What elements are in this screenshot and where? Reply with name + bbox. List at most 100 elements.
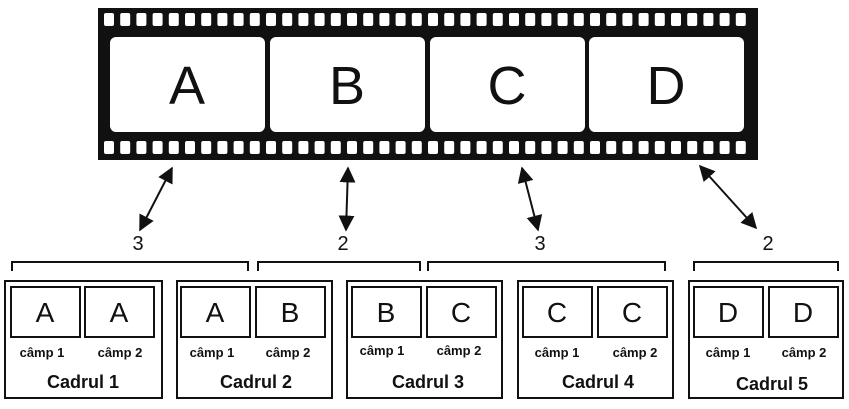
- sprocket-hole-top: [557, 13, 568, 26]
- group-bracket-c: [427, 261, 666, 271]
- sprocket-hole-bottom: [233, 141, 244, 154]
- sprocket-hole-top: [298, 13, 309, 26]
- output-frame-label: Cadrul 3: [392, 372, 464, 392]
- sprocket-hole-bottom: [654, 141, 665, 154]
- sprocket-hole-bottom: [428, 141, 438, 154]
- sprocket-hole-bottom: [249, 141, 260, 154]
- sprocket-hole-bottom: [136, 141, 147, 154]
- field-label-1: câmp 1: [20, 345, 65, 360]
- sprocket-hole-top: [606, 13, 617, 26]
- sprocket-hole-bottom: [622, 141, 633, 154]
- field-count-groups: 3 2 3 2: [11, 233, 839, 271]
- sprocket-hole-bottom: [395, 141, 406, 154]
- output-frame-border: [688, 280, 844, 399]
- output-frame-border: [176, 280, 333, 399]
- output-frames: A A câmp 1 câmp 2 Cadrul 1 A B câmp 1 câ…: [4, 280, 844, 399]
- sprocket-hole-bottom: [201, 141, 212, 154]
- sprocket-hole-bottom: [298, 141, 309, 154]
- sprocket-hole-top: [136, 13, 147, 26]
- sprocket-hole-bottom: [606, 141, 617, 154]
- sprocket-hole-top: [525, 13, 536, 26]
- sprocket-hole-bottom: [168, 141, 179, 154]
- sprocket-hole-bottom: [703, 141, 714, 154]
- sprocket-hole-top: [168, 13, 179, 26]
- sprocket-hole-top: [590, 13, 600, 26]
- mapping-arrows: [139, 164, 758, 232]
- film-frame-letter: A: [169, 56, 205, 116]
- field-box-2: [768, 286, 839, 338]
- sprocket-hole-bottom: [347, 141, 357, 154]
- sprocket-hole-bottom: [266, 141, 276, 154]
- sprocket-hole-bottom: [120, 141, 131, 154]
- sprocket-hole-top: [411, 13, 422, 26]
- sprocket-hole-bottom: [671, 141, 681, 154]
- sprocket-hole-bottom: [590, 141, 600, 154]
- sprocket-hole-top: [638, 13, 649, 26]
- field-box-1: [351, 286, 422, 338]
- arrow-d: [698, 164, 758, 230]
- field-letter-1: B: [377, 297, 396, 328]
- sprocket-hole-top: [541, 13, 552, 26]
- sprocket-hole-bottom: [411, 141, 422, 154]
- field-letter-1: C: [547, 297, 567, 328]
- field-box-1: [522, 286, 593, 338]
- sprocket-hole-bottom: [444, 141, 455, 154]
- film-frame-letter: C: [488, 56, 527, 116]
- sprocket-hole-top: [379, 13, 390, 26]
- field-letter-2: D: [793, 297, 813, 328]
- sprocket-hole-top: [347, 13, 357, 26]
- sprocket-hole-bottom: [152, 141, 163, 154]
- sprocket-hole-top: [104, 13, 114, 26]
- group-bracket-a: [11, 261, 249, 271]
- sprocket-hole-top: [217, 13, 228, 26]
- sprocket-hole-bottom: [314, 141, 325, 154]
- sprocket-hole-bottom: [460, 141, 471, 154]
- sprocket-hole-top: [444, 13, 455, 26]
- sprocket-hole-bottom: [330, 141, 341, 154]
- sprocket-hole-bottom: [217, 141, 228, 154]
- arrow-c: [517, 166, 543, 232]
- field-box-1: [10, 286, 81, 338]
- output-frame-border: [346, 280, 503, 399]
- output-frame-2: A B câmp 1 câmp 2 Cadrul 2: [176, 280, 333, 399]
- sprocket-hole-top: [120, 13, 131, 26]
- sprocket-hole-top: [719, 13, 730, 26]
- sprocket-hole-top: [671, 13, 681, 26]
- sprocket-hole-top: [460, 13, 471, 26]
- sprocket-hole-top: [249, 13, 260, 26]
- film-frame-c: C: [430, 37, 585, 132]
- sprocket-hole-top: [428, 13, 438, 26]
- group-bracket-d: [693, 261, 839, 271]
- field-letter-2: C: [622, 297, 642, 328]
- field-letter-1: A: [206, 297, 225, 328]
- sprocket-hole-top: [509, 13, 519, 26]
- film-frame-d: D: [589, 37, 744, 132]
- sprocket-hole-top: [654, 13, 665, 26]
- field-label-2: câmp 2: [98, 345, 143, 360]
- sprocket-hole-bottom: [185, 141, 195, 154]
- sprocket-hole-top: [573, 13, 584, 26]
- field-letter-2: B: [281, 297, 300, 328]
- sprocket-hole-bottom: [525, 141, 536, 154]
- field-label-1: câmp 1: [190, 345, 235, 360]
- sprocket-hole-top: [185, 13, 195, 26]
- field-box-1: [180, 286, 251, 338]
- sprocket-hole-top: [233, 13, 244, 26]
- output-frame-1: A A câmp 1 câmp 2 Cadrul 1: [4, 280, 163, 399]
- arrow-b: [338, 166, 356, 232]
- sprocket-hole-top: [330, 13, 341, 26]
- output-frame-label: Cadrul 4: [562, 372, 634, 392]
- field-label-2: câmp 2: [782, 345, 827, 360]
- arrow-a: [139, 166, 173, 232]
- output-frame-border: [517, 280, 674, 399]
- field-label-1: câmp 1: [706, 345, 751, 360]
- film-frame-a: A: [110, 37, 265, 132]
- field-label-2: câmp 2: [613, 345, 658, 360]
- sprocket-hole-bottom: [541, 141, 552, 154]
- field-letter-1: D: [718, 297, 738, 328]
- sprocket-hole-top: [687, 13, 698, 26]
- sprocket-hole-bottom: [363, 141, 374, 154]
- output-frame-3: B C câmp 1 câmp 2 Cadrul 3: [346, 280, 503, 399]
- field-label-2: câmp 2: [266, 345, 311, 360]
